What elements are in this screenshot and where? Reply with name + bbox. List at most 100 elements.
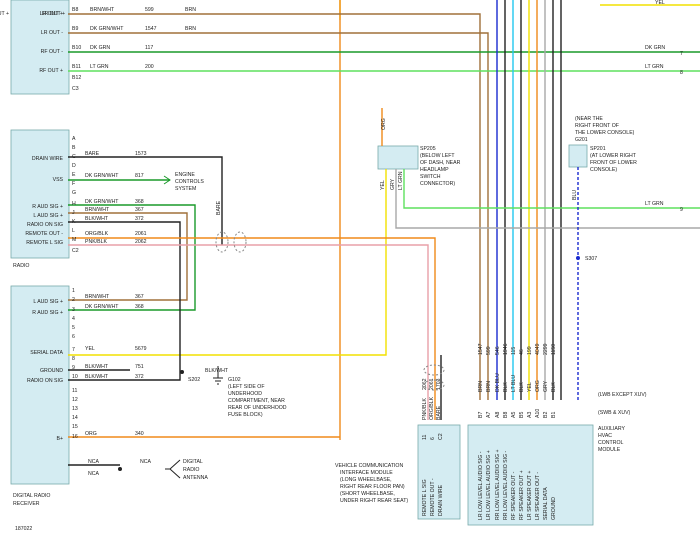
sp201-desc: CONSOLE) <box>590 167 617 173</box>
hvac-circuit: 1946 <box>503 343 509 355</box>
hvac-label: RR LOW LEVEL AUDIO SIG + <box>495 449 501 520</box>
hvac-circuit: 599 <box>486 346 492 355</box>
receiver-pin: 12 <box>72 397 78 403</box>
sp201-desc: (AT LOWER RIGHT <box>590 153 637 159</box>
sp205-desc: (BELOW LEFT <box>420 153 455 159</box>
row-num: 8 <box>680 70 683 76</box>
hvac-label: RR LOW LEVEL AUDIO SIG - <box>503 450 509 520</box>
hvac-label: LR SPEAKER OUT + <box>527 471 533 520</box>
hvac-name: CONTROL <box>598 440 623 446</box>
radio-mid-pin: B <box>72 145 76 151</box>
wire-circuit: 2062 <box>135 239 147 245</box>
s202-label: S202 <box>188 377 200 383</box>
vcim-desc: RIGHT REAR FLOOR PAN) <box>340 484 405 490</box>
wire-circuit: 340 <box>135 431 144 437</box>
row-num: 7 <box>680 51 683 57</box>
vcim-label: REMOTE OUT - <box>430 478 436 516</box>
hvac-connector <box>467 424 594 526</box>
hvac-color: BLK <box>503 382 509 392</box>
hvac-pin: B7 <box>478 412 484 418</box>
wire-color: DK GRN/WHT <box>85 173 119 179</box>
vcim-circuit: 2061 <box>429 378 435 390</box>
s202-dot <box>180 370 184 374</box>
shield-twist <box>215 231 229 253</box>
sp201-wire: BLU <box>572 190 578 200</box>
hvac-circuit: 546 <box>495 346 501 355</box>
hvac-circuit: 1150 <box>551 344 557 355</box>
radio-pin-label: LR OUT + <box>0 11 9 17</box>
sp201-desc: FRONT OF LOWER <box>590 160 637 166</box>
wire-color: YEL <box>85 346 95 352</box>
receiver-name2: RECEIVER <box>13 501 40 507</box>
radio-pin-id: B12 <box>72 75 81 81</box>
hvac-color: BRN <box>478 381 484 392</box>
wire-color: BRN/WHT <box>85 294 110 300</box>
sp201-note: THE LOWER CONSOLE) <box>575 130 635 136</box>
antenna-label: RADIO <box>183 467 199 473</box>
vcim-pin: 11 <box>422 435 428 440</box>
vcim-color: ORG/BLK <box>429 396 435 420</box>
sp205-top-wire: ORG <box>381 118 387 130</box>
hvac-color: BRN <box>486 381 492 392</box>
g102-desc: COMPARTMENT, NEAR <box>228 398 285 404</box>
wire-circuit: 372 <box>135 374 144 380</box>
wire-circuit: 2061 <box>135 231 147 237</box>
nca-label: NCA <box>140 459 151 465</box>
wire-color: DK GRN/WHT <box>90 26 124 32</box>
receiver-pin: 2 <box>72 297 75 303</box>
wire-lr-plus <box>68 13 481 400</box>
shield-twist <box>423 364 445 376</box>
vcim-color: BARE <box>436 405 442 420</box>
wire-end-color: LT GRN <box>645 64 664 70</box>
radio-mid-pin: L <box>72 228 75 234</box>
receiver-label: R AUD SIG + <box>32 310 63 316</box>
sp205-connector <box>377 145 419 170</box>
hvac-swb: (SWB & XUV) <box>598 410 631 416</box>
wire-circuit: 1573 <box>135 151 147 157</box>
radio-pin: LR OUT + <box>42 11 65 17</box>
shield-twist <box>423 379 445 391</box>
wire-color: BLK/WHT <box>85 374 109 380</box>
row-num: 9 <box>680 207 683 213</box>
sp205-wire: LT GRN <box>398 171 404 190</box>
wire-lr-minus <box>68 32 489 400</box>
hvac-pin: A10 <box>535 409 541 418</box>
sp205-desc: CONNECTOR) <box>420 181 455 187</box>
receiver-name1: DIGITAL RADIO <box>13 493 50 499</box>
hvac-pin: B2 <box>543 412 549 418</box>
radio-label: RF OUT - <box>41 49 64 55</box>
radio-mid-pin: G <box>72 190 76 196</box>
wire-color: ORG <box>85 431 97 437</box>
engine-controls: ENGINE <box>175 172 195 178</box>
radio-mid-label: REMOTE L SIG <box>26 240 63 246</box>
receiver-connector <box>10 285 70 485</box>
figure-id: 187022 <box>15 526 32 532</box>
radio-mid-pin: M <box>72 237 76 243</box>
receiver-pin: 4 <box>72 316 75 322</box>
wire-color: BRN/WHT <box>85 207 110 213</box>
receiver-pin: 14 <box>72 415 78 421</box>
hvac-pin: A7 <box>486 412 492 418</box>
wires <box>68 0 700 466</box>
radio-pin-id: B8 <box>72 7 78 13</box>
hvac-circuit: 199 <box>527 346 533 355</box>
wire-circuit: 1547 <box>145 26 157 32</box>
symbols <box>118 175 580 479</box>
vcim-pin: C2 <box>438 433 444 440</box>
radio-mid-pin: E <box>72 172 76 178</box>
receiver-label: B+ <box>57 436 64 442</box>
radio-mid-pin: H <box>72 201 76 207</box>
wire-color: BRN/WHT <box>90 7 115 13</box>
g102-desc: FUSE BLOCK) <box>228 412 263 418</box>
receiver-label: L AUD SIG + <box>33 299 63 305</box>
radio-pin-id: C3 <box>72 86 79 92</box>
hvac-label: RF SPEAKER OUT - <box>511 471 517 520</box>
radio-pin-id: B9 <box>72 26 78 32</box>
wire-circuit: 368 <box>135 304 144 310</box>
radio-mid-label: L AUD SIG + <box>33 213 63 219</box>
blk-wht-label: BLK/WHT <box>205 368 229 374</box>
hvac-circuit: 2299 <box>543 343 549 355</box>
vcim-desc: UNDER RIGHT REAR SEAT) <box>340 498 408 504</box>
radio-label: RF OUT + <box>39 68 63 74</box>
row-label: LT GRN <box>645 201 664 207</box>
